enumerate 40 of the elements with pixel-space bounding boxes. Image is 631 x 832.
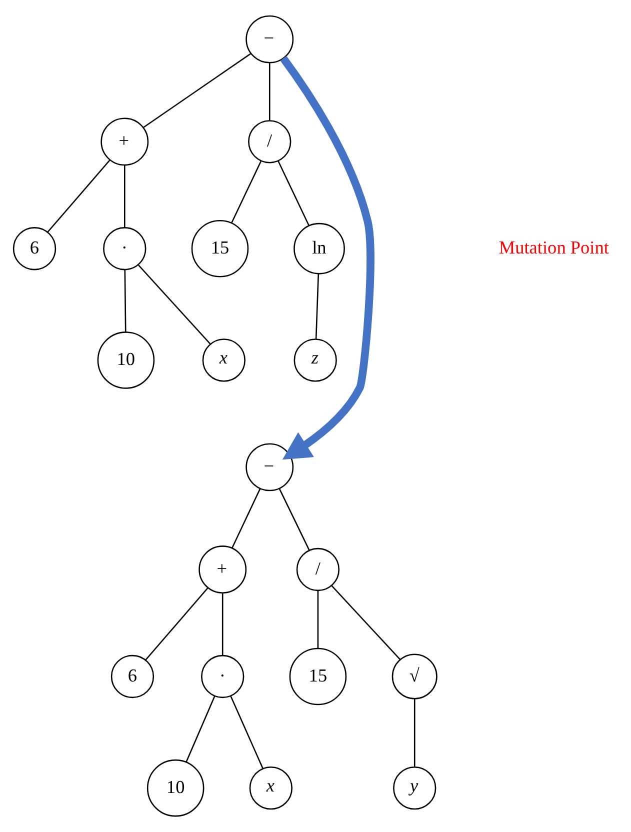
node-circle: ln	[294, 222, 345, 274]
connector	[230, 160, 262, 224]
node-circle: z	[294, 338, 337, 382]
node-circle: ·	[201, 654, 244, 698]
node-circle: 6	[12, 227, 56, 270]
connector	[47, 159, 111, 232]
connector	[138, 264, 211, 344]
connector	[145, 587, 209, 660]
arrow	[280, 56, 374, 460]
connector	[268, 62, 270, 120]
connector	[414, 698, 416, 767]
node-circle: 10	[146, 759, 204, 817]
node-circle: +	[100, 118, 149, 166]
node-circle: 6	[110, 654, 154, 698]
connector	[315, 274, 320, 339]
node-circle: ·	[103, 227, 146, 270]
node-circle: 15	[289, 648, 347, 706]
node-circle: +	[198, 546, 247, 594]
node-circle: −	[246, 443, 294, 492]
connector	[124, 270, 126, 332]
connector	[317, 590, 319, 648]
label: Mutation Point	[498, 237, 609, 258]
node-circle: −	[246, 15, 294, 64]
node-circle: 10	[97, 332, 155, 389]
connector	[230, 696, 264, 768]
node-circle: x	[249, 766, 293, 810]
connector	[278, 160, 310, 226]
node-circle: /	[296, 548, 340, 592]
connector	[124, 165, 126, 228]
node-circle: x	[202, 338, 246, 382]
connector	[231, 488, 261, 549]
connector	[278, 488, 310, 550]
node-circle: √	[392, 654, 438, 700]
node-circle: /	[248, 120, 292, 164]
connector	[142, 53, 252, 128]
node-circle: y	[393, 766, 436, 810]
connector	[222, 592, 224, 656]
connector	[331, 585, 401, 660]
node-circle: 15	[191, 220, 249, 278]
connector	[186, 696, 216, 762]
